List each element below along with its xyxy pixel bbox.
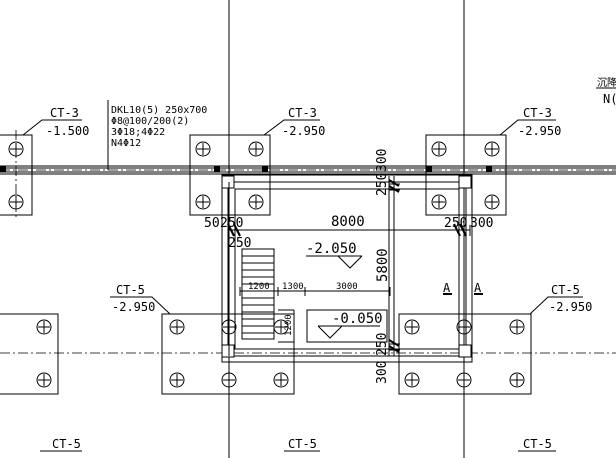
dim-3000: 3000 xyxy=(336,282,358,292)
dim-250-bottom: 250 xyxy=(375,333,390,356)
dim-1200-a: 1200 xyxy=(248,282,270,292)
corner-note-line2: N( xyxy=(603,92,616,106)
beam-note-line3: 3Φ18;4Φ22 xyxy=(111,127,165,138)
dim-250-left-lower: 250 xyxy=(228,236,251,251)
pile-cap-ct3-mid xyxy=(189,134,271,216)
dim-250-top: 250 xyxy=(375,173,390,196)
leader-lines xyxy=(22,87,616,452)
dim-250-right: 250 xyxy=(444,216,467,231)
ct3-mid-label: CT-3 xyxy=(288,106,317,120)
ct5-bottom-left: CT-5 xyxy=(52,437,81,451)
section-a-right: A xyxy=(474,281,482,295)
elev-upper: -2.050 xyxy=(306,241,357,257)
beam-note-line4: N4Φ12 xyxy=(111,138,141,149)
labels: CT-3 -1.500 DKL10(5) 250x700 Φ8@100/200(… xyxy=(46,76,616,451)
dim-300-bottom: 300 xyxy=(375,361,390,384)
dim-50-left: 50 xyxy=(204,216,220,231)
ct5-left-label: CT-5 xyxy=(116,283,145,297)
dimension-lines xyxy=(227,176,471,356)
pile-cap-ct5-left xyxy=(0,313,59,395)
foundation-beam xyxy=(0,165,616,175)
elev-lower: -0.050 xyxy=(332,311,383,327)
dim-8000: 8000 xyxy=(331,214,365,230)
ct5-right-label: CT-5 xyxy=(551,283,580,297)
dim-1200-b: 1200 xyxy=(284,314,294,336)
pile-cap-ct5-right xyxy=(398,313,532,395)
dim-5800: 5800 xyxy=(375,248,391,282)
ct5-bottom-mid: CT-5 xyxy=(288,437,317,451)
pit-walls xyxy=(221,174,473,363)
dim-1300: 1300 xyxy=(282,282,304,292)
section-a-left: A xyxy=(443,281,451,295)
dim-300-top: 300 xyxy=(375,149,390,172)
ct3-left-label: CT-3 xyxy=(50,106,79,120)
ct5-bottom-right: CT-5 xyxy=(523,437,552,451)
ct5-right-elev: -2.950 xyxy=(549,300,592,314)
ct3-right-elev: -2.950 xyxy=(518,124,561,138)
elevation-symbols xyxy=(306,255,380,339)
ct3-left-elev: -1.500 xyxy=(46,124,89,138)
beam-note-line2: Φ8@100/200(2) xyxy=(111,116,189,127)
interior-lines xyxy=(278,176,390,356)
stair xyxy=(241,248,275,340)
dim-300-right: 300 xyxy=(470,216,493,231)
ct3-right-label: CT-3 xyxy=(523,106,552,120)
ct3-mid-elev: -2.950 xyxy=(282,124,325,138)
dim-250-left: 250 xyxy=(220,216,243,231)
ct5-left-elev: -2.950 xyxy=(112,300,155,314)
corner-note-line1: 沉降 xyxy=(597,76,616,89)
beam-note-line1: DKL10(5) 250x700 xyxy=(111,105,207,116)
pile-cap-ct3-left xyxy=(0,134,33,216)
